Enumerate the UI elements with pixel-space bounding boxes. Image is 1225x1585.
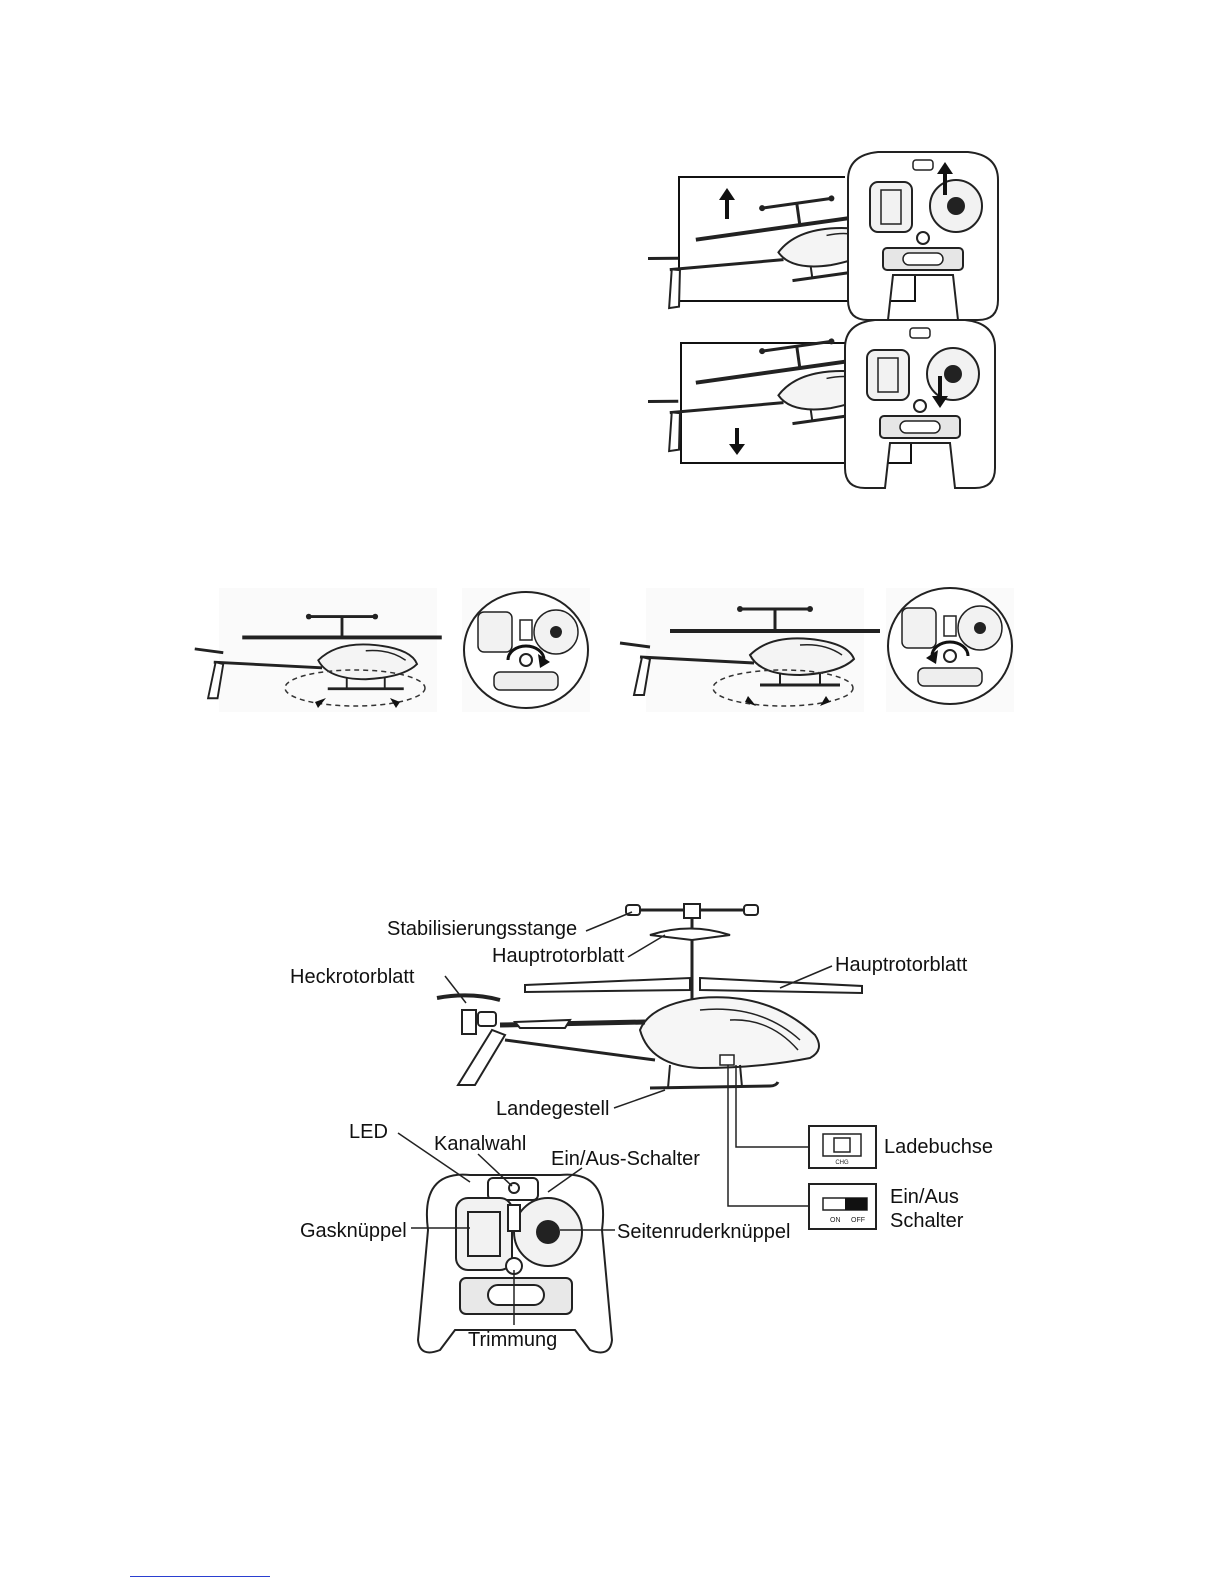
power-switch-heli-label-line1: Ein/Aus bbox=[890, 1186, 959, 1208]
main-rotor-blade-right-label: Hauptrotorblatt bbox=[835, 954, 967, 976]
remote-control-diagram bbox=[418, 1175, 612, 1353]
rotate-right-illustration bbox=[620, 588, 1014, 712]
led-label: LED bbox=[349, 1121, 388, 1143]
tail-rotor-blade-label: Heckrotorblatt bbox=[290, 966, 415, 988]
power-switch-box: ON OFF bbox=[809, 1184, 876, 1229]
landing-gear-label: Landegestell bbox=[496, 1098, 609, 1120]
main-rotor-blade-left-label: Hauptrotorblatt bbox=[492, 945, 624, 967]
up-arrow-icon bbox=[719, 188, 735, 219]
channel-select-label: Kanalwahl bbox=[434, 1133, 526, 1155]
charging-socket-label: Ladebuchse bbox=[884, 1136, 993, 1158]
power-switch-heli-label-line2: Schalter bbox=[890, 1210, 963, 1232]
switch-on-label: ON bbox=[830, 1217, 841, 1224]
charging-socket-box: CHG bbox=[809, 1126, 876, 1168]
throttle-stick-label: Gasknüppel bbox=[300, 1220, 407, 1242]
rudder-stick-label: Seitenruderknüppel bbox=[617, 1221, 790, 1243]
rotate-left-illustration bbox=[195, 588, 590, 712]
power-switch-remote-label: Ein/Aus-Schalter bbox=[551, 1148, 700, 1170]
descend-illustration bbox=[643, 320, 995, 488]
stabilizer-bar-label: Stabilisierungsstange bbox=[387, 918, 577, 940]
trim-label: Trimmung bbox=[468, 1329, 557, 1351]
climb-illustration bbox=[643, 152, 998, 320]
down-arrow-icon bbox=[729, 428, 745, 455]
switch-off-label: OFF bbox=[851, 1217, 865, 1224]
footer-link-underline bbox=[130, 1576, 270, 1577]
socket-mark: CHG bbox=[835, 1160, 849, 1166]
